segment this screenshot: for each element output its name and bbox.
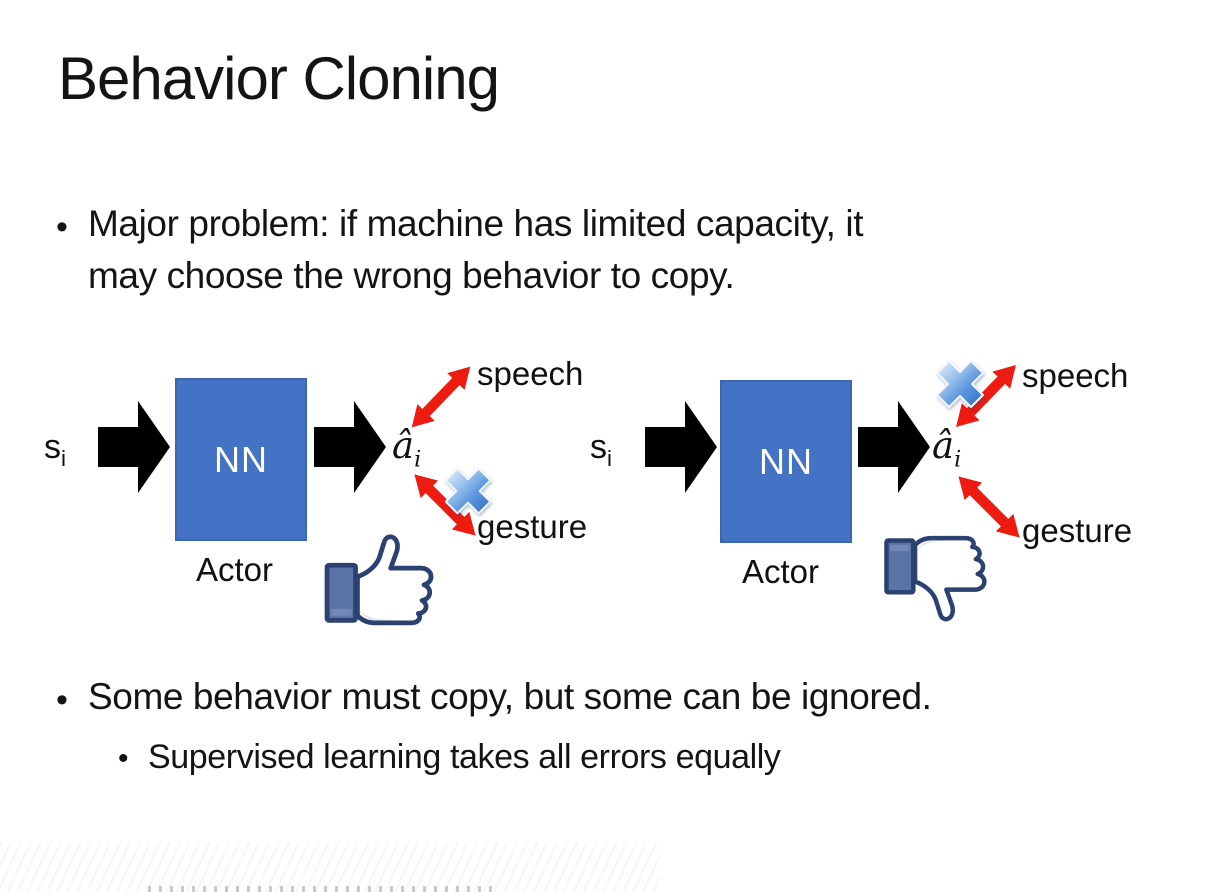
right-output-arrow-icon [858,401,930,493]
left-input-state-label: si [44,428,66,472]
clipped-text-marks [148,886,492,892]
right-input-state-base: s [590,428,607,466]
left-actor-label: Actor [196,551,274,588]
right-gesture-label: gesture [1022,512,1133,549]
left-output-arrow-icon [314,401,386,493]
right-speech-arrow-icon [956,364,1016,428]
left-action-base: â [392,424,415,467]
left-input-arrow-icon [98,401,170,493]
left-gesture-label: gesture [477,508,588,545]
right-nn-label: NN [759,440,813,482]
right-actor-label: Actor [742,553,820,590]
left-action-sub: i [414,446,422,473]
left-speech-label: speech [477,355,584,392]
right-input-state-label: si [590,428,612,472]
bullet2-line: Some behavior must copy, but some can be… [88,676,932,717]
right-input-state-sub: i [607,445,612,471]
watermark-texture [0,842,660,892]
right-action-base: â [932,424,955,467]
left-nn-box: NN [175,378,307,541]
sub-bullet-marker: • [118,742,129,775]
page-title: Behavior Cloning [58,45,500,112]
left-cross-reject-icon [444,467,492,515]
right-action-label: âi [932,424,961,472]
bullet1-line2: may choose the wrong behavior to copy. [88,255,735,296]
bullet-marker: • [56,208,68,246]
thumbs-down-icon [884,535,987,622]
right-cross-reject-icon [936,360,984,408]
right-input-arrow-icon [645,401,717,493]
right-action-sub: i [954,446,962,473]
left-input-state-base: s [44,428,61,466]
left-nn-label: NN [214,438,268,480]
bullet2-sub-line: Supervised learning takes all errors equ… [148,738,781,776]
right-speech-label: speech [1022,357,1129,394]
left-gesture-arrow-icon [414,474,476,536]
bullet-marker: • [56,681,68,719]
left-action-label: âi [392,424,421,472]
bullet1-line1: Major problem: if machine has limited ca… [88,203,864,244]
right-nn-box: NN [720,380,852,543]
thumbs-up-icon [324,534,434,626]
left-input-state-sub: i [61,445,66,471]
right-gesture-arrow-icon [958,476,1020,538]
left-speech-arrow-icon [411,366,471,428]
